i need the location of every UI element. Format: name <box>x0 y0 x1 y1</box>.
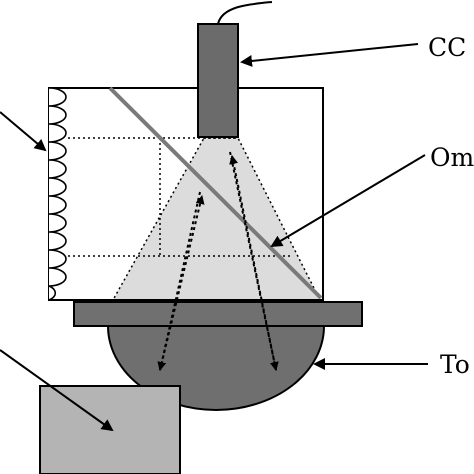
ccd-camera <box>197 23 239 138</box>
light-source-box <box>39 385 181 474</box>
base-plate <box>73 301 363 327</box>
lens-array <box>48 87 67 301</box>
ray-paths <box>157 151 279 371</box>
light-cone <box>111 137 322 301</box>
om-label: Om <box>430 143 474 172</box>
beam-splitter <box>108 86 323 300</box>
to-label: To <box>440 350 470 379</box>
ccd-label: CC <box>428 33 466 62</box>
leader-arrows <box>0 43 428 432</box>
camera-cable <box>217 1 273 25</box>
